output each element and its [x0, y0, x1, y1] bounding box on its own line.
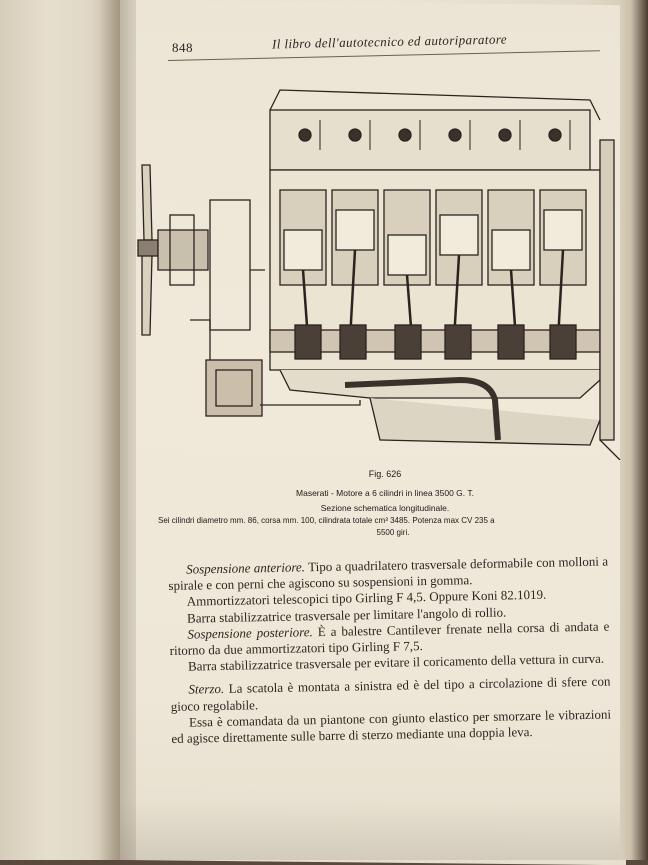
caption-specs-line-end: 5500 giri. [376, 528, 410, 537]
page-number: 848 [172, 40, 193, 55]
spine-shadow [100, 0, 136, 860]
fan-left [137, 164, 159, 336]
page-bottom-shadow [120, 800, 620, 860]
figure-number: Fig. 626 [368, 469, 402, 479]
next-page-edge [620, 0, 648, 860]
section-label: Sospensione posteriore. [187, 624, 313, 642]
figure-caption-title: Maserati - Motore a 6 cilindri in linea … [296, 488, 474, 498]
section-label: Sterzo. [188, 681, 225, 698]
figure-caption-specs: Sei cilindri diametro mm. 86, corsa mm. … [158, 515, 628, 539]
body-text: Sospensione anteriore. Tipo a quadrilate… [168, 554, 611, 748]
left-page-edge [0, 0, 120, 860]
caption-specs-line: Sei cilindri diametro mm. 86, corsa mm. … [158, 516, 495, 525]
section-label: Sospensione anteriore. [185, 559, 306, 577]
engine-section-illustration [137, 89, 621, 460]
figure-caption-subtitle: Sezione schematica longitudinale. [320, 503, 450, 513]
